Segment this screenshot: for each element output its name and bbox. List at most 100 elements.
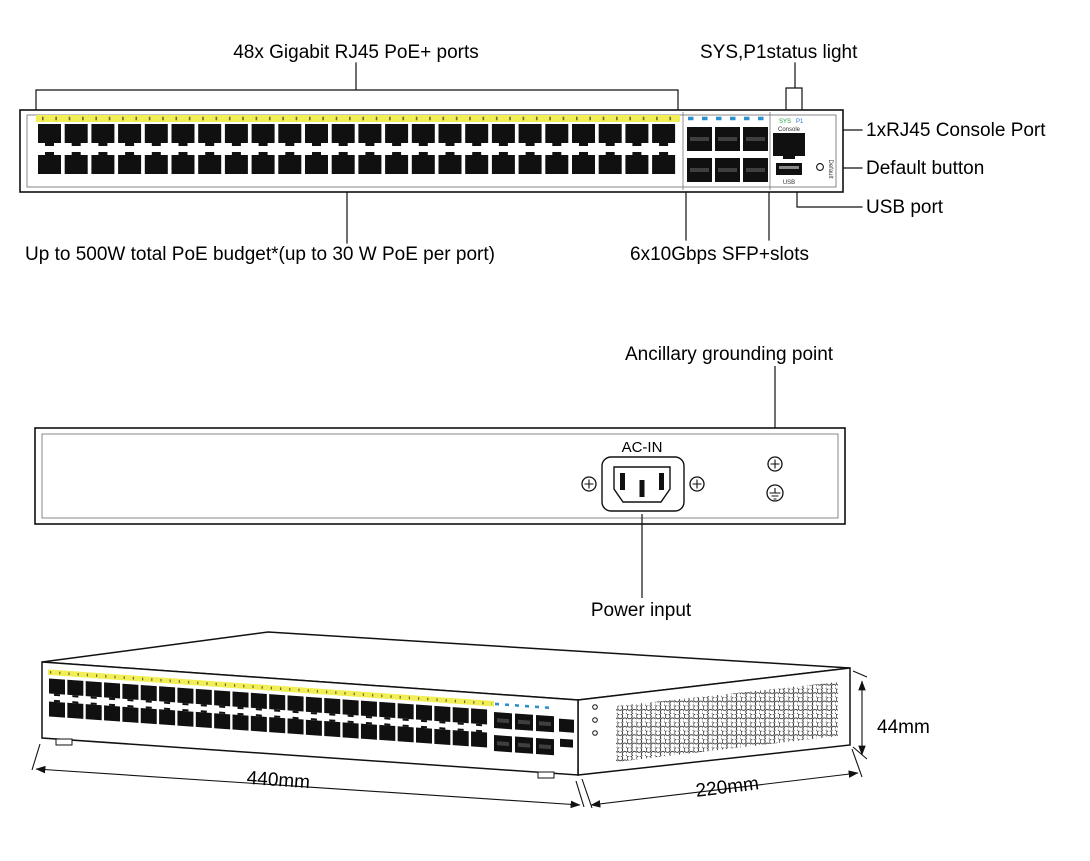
rj45-port [278,124,302,143]
default-button-text: Default [827,159,833,178]
iso-usb-port [560,738,573,748]
rj45-port [360,700,377,717]
label-console-port: 1xRJ45 Console Port [866,120,1046,141]
rj45-port [465,155,489,174]
rj45-port [652,155,676,174]
rj45-port [305,155,328,174]
rj45-port [198,155,222,174]
front-panel-view: 48x Gigabit RJ45 PoE+ ports SYS,P1status… [19,42,1046,265]
iso-front-panel-content [48,669,574,756]
rj45-port [598,124,622,143]
side-screw [592,730,598,736]
rj45-port [159,709,176,726]
rj45-port [250,692,267,709]
label-power-input: Power input [591,600,692,621]
rj45-port [49,678,65,695]
ac-in-label: AC-IN [622,439,663,456]
rj45-port [198,124,222,143]
rj45-port [214,713,231,730]
rj45-port [305,696,322,713]
sys-led-label: SYS [779,119,791,125]
rj45-port [177,710,194,727]
rj45-port [324,698,341,715]
rj45-port [465,124,489,143]
rj45-port [438,155,462,174]
rj45-port [625,155,649,174]
leader-sfp [685,192,770,241]
rj45-port [140,708,157,725]
sfp-slot-array [687,127,768,182]
rj45-port [122,706,139,723]
screw-left-cross [584,479,594,489]
label-width-440mm: 440mm [246,768,311,793]
rj45-port [171,155,195,174]
rj45-port [85,681,102,698]
rj45-port [342,699,359,716]
rj45-port [287,695,304,712]
power-inlet [601,456,685,512]
label-default-button: Default button [866,158,984,179]
rj45-port [91,124,115,143]
rj45-port [104,682,121,699]
rj45-port-array [38,124,676,174]
rj45-port [434,705,451,722]
rj45-port [159,686,176,703]
iso-console-port [559,718,574,733]
rj45-port [38,124,61,143]
rj45-port [251,124,275,143]
rj45-port [491,155,515,174]
rj45-port [331,124,355,143]
rj45-port [397,703,414,720]
rj45-port [85,704,102,721]
rj45-port [224,124,248,143]
rj45-port [360,723,377,740]
p1-led-label: P1 [796,119,804,125]
dim-line-440 [35,765,581,809]
screw-right-cross [692,479,702,489]
rj45-port [122,683,139,700]
rj45-port [411,155,435,174]
iso-sfp-slot-array [494,712,554,756]
rj45-port [140,685,157,702]
port-number-strip [36,115,680,122]
ext-line-44-top [852,670,868,678]
iso-port-number-ticks [50,671,492,706]
rj45-port [452,730,469,747]
rj45-port [545,155,569,174]
rj45-port [251,155,275,174]
rj45-port [324,721,341,738]
vent-grille [616,682,838,762]
dimension-lines [31,670,868,809]
rj45-port [49,701,65,718]
usb-label: USB [783,180,795,186]
earth-symbol-icon [769,488,781,500]
rj45-port [572,124,595,143]
side-screw [592,704,598,710]
rj45-port [118,124,142,143]
label-status-light: SYS,P1status light [700,42,858,63]
rj45-port [518,124,542,143]
rj45-port [269,717,286,734]
label-height-44mm: 44mm [877,717,930,738]
iso-foot-left [55,738,73,746]
rj45-port [545,124,569,143]
rj45-port [305,719,322,736]
rear-chassis-inner [41,433,839,519]
rj45-port [598,155,622,174]
rj45-port [144,124,168,143]
leader-usb [796,192,863,208]
rj45-port [471,731,488,748]
rj45-port [278,155,302,174]
grounding-screw-cross [770,459,780,469]
label-grounding: Ancillary grounding point [625,344,834,365]
rj45-port [224,155,248,174]
isometric-view: 440mm 220mm 44mm [31,631,930,809]
rj45-port [379,724,396,742]
console-rj45-tab [783,156,795,159]
label-sfp-slots: 6x10Gbps SFP+slots [630,244,809,265]
console-port-label: Console [778,127,801,133]
rj45-port [118,155,142,174]
rj45-port [250,715,267,732]
rj45-port [385,124,409,143]
